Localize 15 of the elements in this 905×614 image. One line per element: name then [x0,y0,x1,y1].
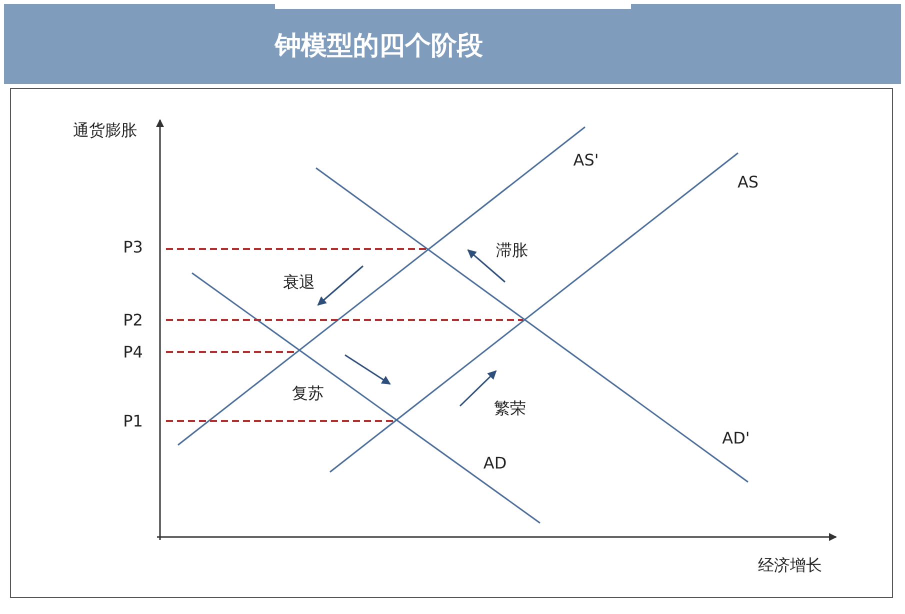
price-level-label: P4 [123,342,143,362]
price-level-label: P3 [123,238,143,256]
phase-label: 衰退 [283,272,315,294]
phase-label: 复苏 [292,384,324,404]
price-level-label: P1 [123,412,143,430]
phase-label: 繁荣 [494,398,526,420]
axis-label: 经济增长 [758,556,822,576]
phase-label: 滞胀 [496,240,528,262]
axis-label: 通货膨胀 [73,120,137,142]
title: 钟模型的四个阶段 [275,30,483,63]
curve-label: AD' [722,428,750,448]
price-level-label: P2 [123,310,143,330]
curve-label: AS' [573,150,599,170]
curve-label: AS [737,172,759,192]
curve-label: AD [483,454,507,472]
